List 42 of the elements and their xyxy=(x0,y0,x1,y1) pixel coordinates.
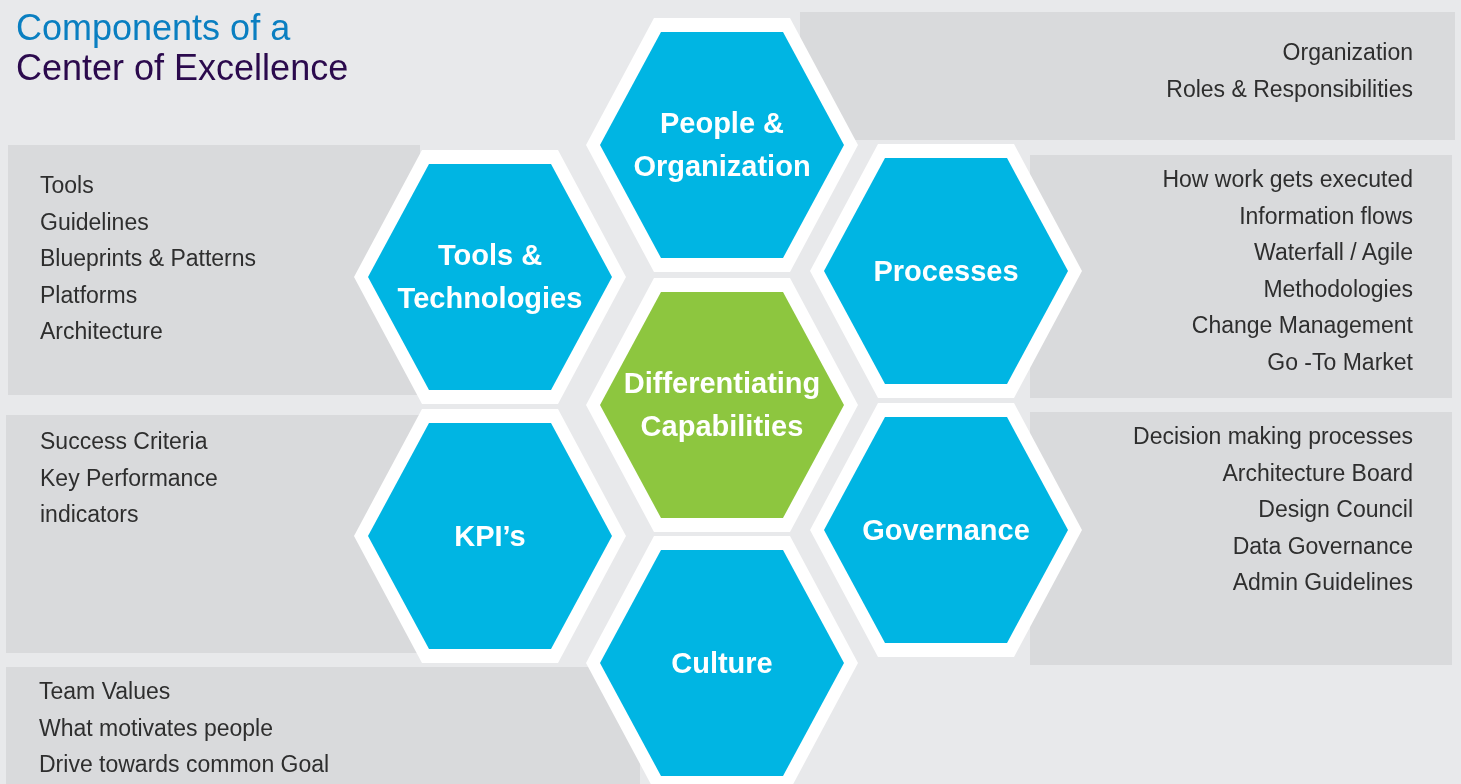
title: Components of a Center of Excellence xyxy=(16,8,350,88)
info-panel xyxy=(6,667,640,784)
hexagon-label: Governance xyxy=(862,512,1030,548)
list-item: Decision making processes xyxy=(1133,422,1413,451)
list-item: Information flows xyxy=(1239,201,1413,231)
hexagon-label: Differentiating Capabilities xyxy=(622,366,822,444)
list-item: Organization xyxy=(1282,38,1413,67)
list-item: How work gets executed xyxy=(1162,165,1413,194)
hexagon xyxy=(586,18,858,272)
list-item: Architecture Board xyxy=(1222,458,1413,488)
hexagon-label: People & Organization xyxy=(632,106,812,184)
list-item: Platforms xyxy=(40,280,138,310)
list-item: Tools xyxy=(40,171,94,200)
list-item: Architecture xyxy=(40,317,163,346)
list-item: Methodologies xyxy=(1263,274,1413,304)
hexagon-label: Processes xyxy=(873,253,1019,289)
info-panel xyxy=(1030,155,1452,398)
hexagon xyxy=(810,403,1082,657)
list-item: Waterfall / Agile xyxy=(1254,238,1413,267)
hexagon xyxy=(586,278,858,532)
hexagon xyxy=(354,409,626,663)
list-item: What motivates people xyxy=(39,713,273,743)
hexagon-label: KPI’s xyxy=(454,518,526,554)
list-item: Admin Guidelines xyxy=(1232,568,1413,597)
hexagon-label: Culture xyxy=(671,645,773,681)
list-item: Roles & Responsibilities xyxy=(1166,74,1413,104)
list-item: Team Values xyxy=(39,677,171,706)
list-item: Success Criteria xyxy=(40,427,208,456)
list-item: Guidelines xyxy=(40,207,149,237)
info-panel xyxy=(1030,412,1452,665)
list-item: Design Council xyxy=(1258,495,1413,524)
list-item: Drive towards common Goal xyxy=(39,750,330,779)
list-item: Key Performance indicators xyxy=(40,463,219,529)
info-panel xyxy=(800,12,1455,140)
list-item: Data Governance xyxy=(1232,531,1413,561)
hexagon xyxy=(354,150,626,404)
list-item: Change Management xyxy=(1191,311,1413,340)
list-item: Go -To Market xyxy=(1267,347,1413,377)
info-panel xyxy=(6,415,420,653)
hexagon-label: Tools & Technologies xyxy=(396,238,584,316)
hexagon xyxy=(586,536,858,784)
list-item: Blueprints & Patterns xyxy=(40,244,257,273)
